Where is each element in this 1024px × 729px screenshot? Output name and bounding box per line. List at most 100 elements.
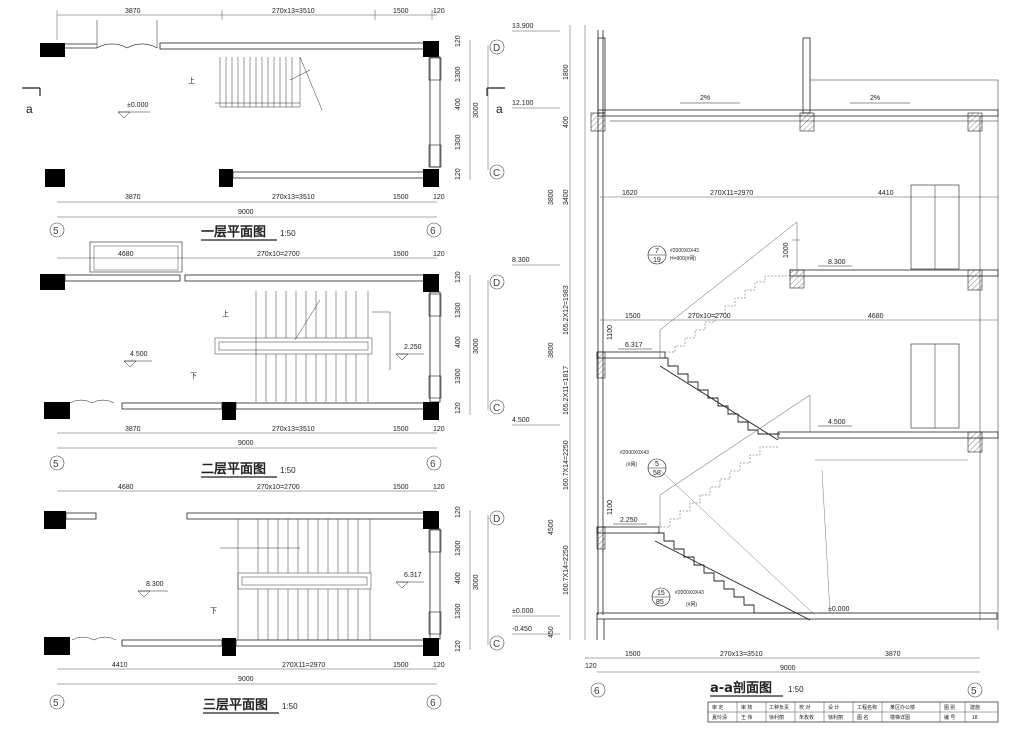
dim-total: 9000	[238, 676, 254, 683]
dim-text: 4680	[118, 251, 134, 258]
plan-scale: 1:50	[282, 702, 298, 711]
level-label: ±0.000	[512, 608, 533, 615]
railing-note: (#网)	[686, 602, 697, 608]
plan-scale: 1:50	[280, 466, 296, 475]
level-label: 8.300	[512, 257, 530, 264]
dim-text: 3400	[563, 189, 570, 205]
dim-text: 400	[563, 116, 570, 128]
dim-text: 120	[455, 506, 462, 518]
tb-role: 审 定	[712, 704, 723, 711]
dim-text: 270x13=3510	[272, 8, 315, 15]
level-label: 4.500	[512, 417, 530, 424]
level-label: 2.250	[620, 517, 638, 524]
dim-total: 9000	[238, 440, 254, 447]
axis-label: 5	[971, 686, 977, 697]
axis-label: C	[493, 403, 500, 414]
tb-role: 工程名称	[857, 704, 877, 711]
dim-text: 400	[455, 98, 462, 110]
dim-text: 270x13=3510	[720, 651, 763, 658]
dim-text: 1300	[455, 66, 462, 82]
axis-label: 5	[53, 459, 59, 470]
tb-name: 徐利丽	[769, 714, 784, 721]
dim-text: 160.7X14=2250	[563, 440, 570, 490]
dim-text: 1300	[455, 540, 462, 556]
dim-text: 1300	[455, 302, 462, 318]
dim-text: 1800	[563, 64, 570, 80]
dim-text: 1620	[622, 190, 638, 197]
tb-role: 图 别	[944, 704, 955, 711]
tb-name: 楼梯详图	[890, 714, 910, 721]
tb-role: 设 计	[828, 704, 839, 711]
tb-name: 徐利丽	[828, 714, 843, 721]
dim-text: 1500	[393, 484, 409, 491]
dim-text: 4410	[112, 662, 128, 669]
dim-text: 120	[455, 168, 462, 180]
axis-label: C	[493, 168, 500, 179]
title-block: 审 定 审 核 工种负责 校 对 设 计 工程名称 某区办公楼 图 别 建施 夏…	[707, 701, 999, 723]
tb-role: 审 核	[741, 704, 752, 711]
dim-text: 1500	[393, 662, 409, 669]
slope-label: 2%	[700, 95, 710, 102]
section-mark: a	[496, 102, 503, 116]
section-title: a-a剖面图	[710, 680, 772, 696]
tb-name: 图 名	[857, 714, 868, 721]
dim-text: 270X11=2970	[282, 662, 325, 669]
railing-note: #2000X0X43	[670, 248, 699, 254]
dim-text: 1500	[393, 194, 409, 201]
axis-label: 6	[430, 226, 436, 237]
dim-text: 4410	[878, 190, 894, 197]
dim-text: 1300	[455, 603, 462, 619]
detail-ref-sheet: 85	[656, 599, 664, 606]
axis-label: 5	[53, 226, 59, 237]
level-label: ±0.000	[127, 102, 148, 109]
dim-text: 1000	[783, 242, 790, 258]
detail-ref-num: 15	[657, 590, 665, 597]
level-label: 4.500	[828, 419, 846, 426]
plan-second-floor: 4680 270x10=2700 1500 120	[40, 241, 505, 478]
railing-note: (#网)	[626, 462, 637, 468]
dim-text: 1500	[393, 8, 409, 15]
axis-label: 6	[594, 686, 600, 697]
dim-text: 3000	[473, 338, 480, 354]
level-label: 2.250	[404, 344, 422, 351]
dim-text: 3000	[473, 574, 480, 590]
dim-text: 120	[433, 194, 445, 201]
dim-text: 270x10=2700	[688, 313, 731, 320]
plan-third-floor: 4680 270x10=2700 1500 120	[44, 484, 505, 714]
level-label: -0.450	[512, 626, 532, 633]
plan-scale: 1:50	[280, 229, 296, 238]
tb-name: 18	[972, 715, 978, 721]
dim-text: 120	[433, 8, 445, 15]
level-label: ±0.000	[828, 606, 849, 613]
tb-name: 朱枚枚	[799, 714, 814, 721]
detail-ref-num: 5	[655, 461, 659, 468]
dim-text: 120	[585, 663, 597, 670]
dim-text: 4680	[868, 313, 884, 320]
section-mark: a	[26, 102, 33, 116]
dim-text: 270x13=3510	[272, 426, 315, 433]
dim-text: 270x10=2700	[257, 484, 300, 491]
level-label: 8.300	[828, 259, 846, 266]
dim-text: 450	[548, 626, 555, 638]
dim-text: 120	[455, 35, 462, 47]
dim-text: 400	[455, 336, 462, 348]
tb-name: 夏玲清	[712, 714, 727, 721]
axis-label: D	[493, 278, 500, 289]
dim-text: 1100	[607, 325, 614, 340]
dim-text: 270X11=2970	[710, 190, 753, 197]
plan-first-floor: 3870 270x13=3510 1500 120	[22, 8, 505, 241]
dim-text: 4500	[548, 519, 555, 535]
dim-text: 1100	[607, 500, 614, 515]
section-scale: 1:50	[788, 685, 804, 694]
dim-text: 165.2X11=1817	[563, 366, 570, 415]
dim-text: 270x13=3510	[272, 194, 315, 201]
railing-note: H=900(#网)	[670, 256, 696, 262]
up-mark: 上	[188, 76, 195, 85]
tb-role: 建施	[970, 704, 980, 711]
dim-text: 3000	[473, 102, 480, 118]
dim-total: 9000	[238, 209, 254, 216]
level-label: 6.317	[404, 572, 422, 579]
dim-text: 1500	[393, 426, 409, 433]
dim-text: 3870	[885, 651, 901, 658]
plan-title: 二层平面图	[201, 462, 266, 477]
